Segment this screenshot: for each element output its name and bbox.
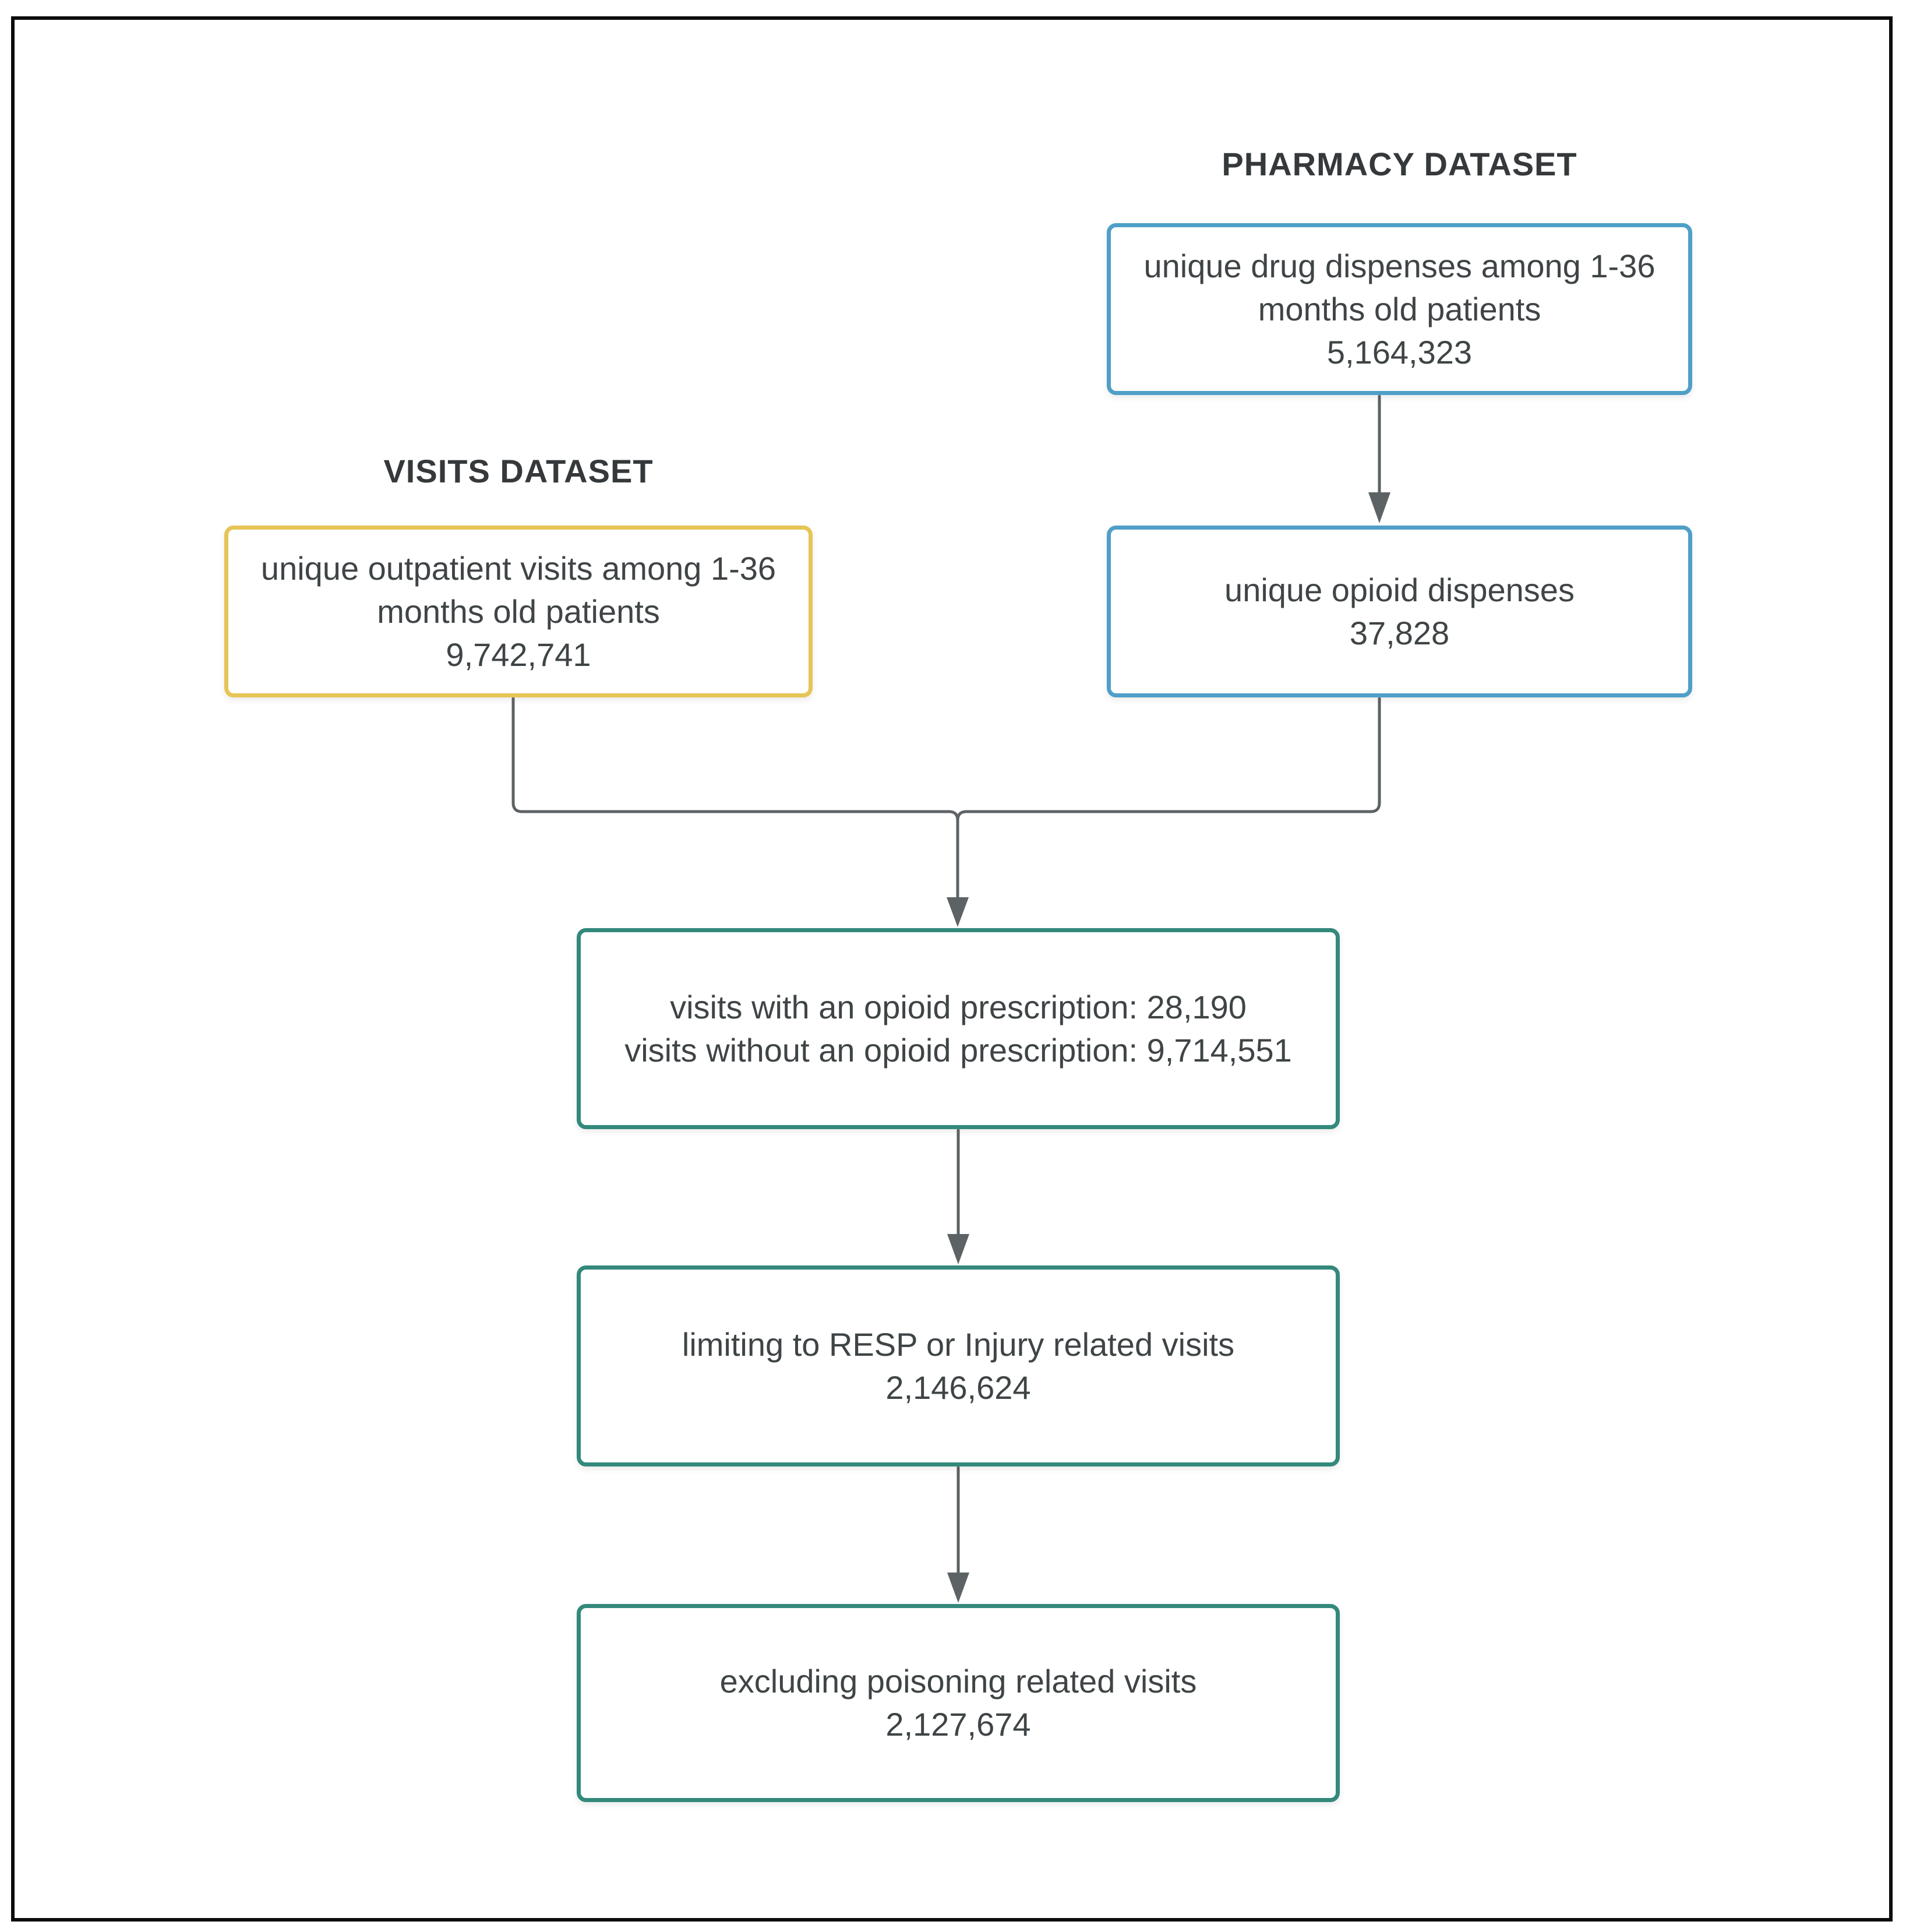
node-text-line: visits with an opioid prescription: 28,1…	[670, 988, 1247, 1025]
arrowhead-pharmacy	[1368, 492, 1390, 523]
merge-line-opioid	[956, 697, 1381, 822]
node-text-line: unique outpatient visits among 1-36	[260, 549, 776, 587]
node-value: 2,146,624	[885, 1369, 1031, 1406]
node-text-line: visits without an opioid prescription: 9…	[624, 1031, 1292, 1069]
node-value: 5,164,323	[1326, 333, 1473, 371]
node-text-line: unique opioid dispenses	[1224, 571, 1575, 608]
node-excluding-poisoning-visits: excluding poisoning related visits 2,127…	[577, 1604, 1340, 1802]
node-text-line: unique drug dispenses among 1-36	[1143, 247, 1656, 284]
arrowhead-excluding	[947, 1573, 969, 1603]
visits-dataset-title: VISITS DATASET	[383, 453, 654, 489]
node-value: 2,127,674	[885, 1706, 1031, 1743]
node-value: 9,742,741	[446, 636, 591, 673]
node-unique-drug-dispenses: unique drug dispenses among 1-36 months …	[1107, 223, 1692, 395]
pharmacy-dataset-title: PHARMACY DATASET	[1222, 146, 1577, 182]
node-value: 37,828	[1349, 614, 1450, 651]
node-text-line: months old patients	[377, 593, 660, 630]
node-unique-opioid-dispenses: unique opioid dispenses 37,828	[1107, 526, 1692, 697]
merge-line-visits	[511, 697, 959, 899]
outer-frame	[11, 16, 1893, 1922]
node-text-line: limiting to RESP or Injury related visit…	[682, 1325, 1235, 1363]
arrowhead-resp-injury	[947, 1234, 969, 1264]
node-unique-outpatient-visits: unique outpatient visits among 1-36 mont…	[224, 526, 813, 697]
node-text-line: months old patients	[1258, 290, 1541, 327]
node-resp-injury-visits: limiting to RESP or Injury related visit…	[577, 1265, 1340, 1466]
arrowhead-merge	[947, 897, 969, 927]
node-opioid-prescription-split: visits with an opioid prescription: 28,1…	[577, 928, 1340, 1129]
node-text-line: excluding poisoning related visits	[719, 1663, 1197, 1700]
